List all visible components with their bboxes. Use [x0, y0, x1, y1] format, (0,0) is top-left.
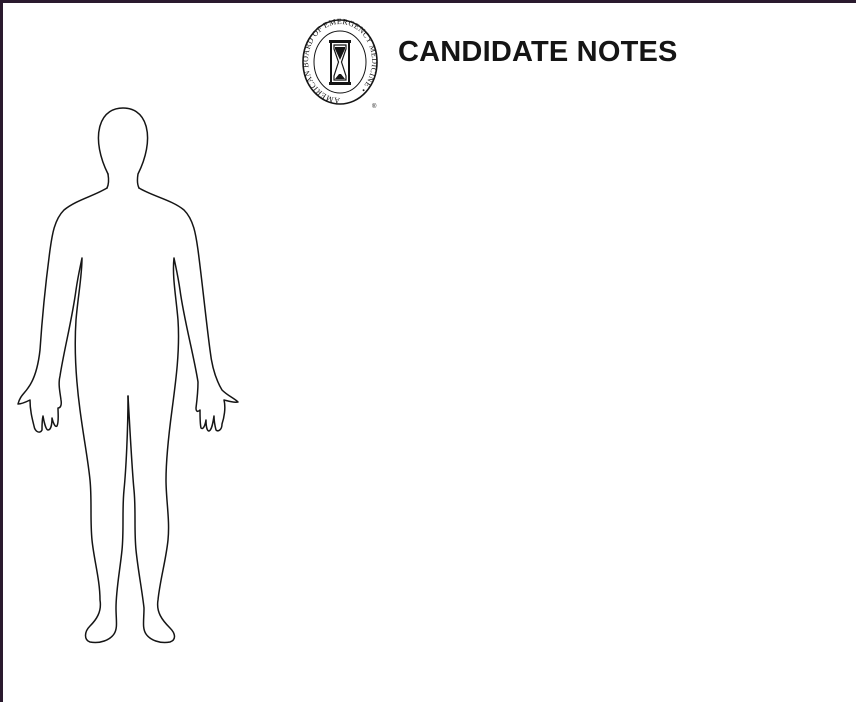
abem-seal-icon: AMERICAN BOARD OF EMERGENCY MEDICINE • ®	[300, 18, 380, 110]
svg-text:®: ®	[372, 103, 377, 110]
page-title: CANDIDATE NOTES	[398, 38, 678, 67]
human-body-outline-icon	[10, 100, 250, 660]
